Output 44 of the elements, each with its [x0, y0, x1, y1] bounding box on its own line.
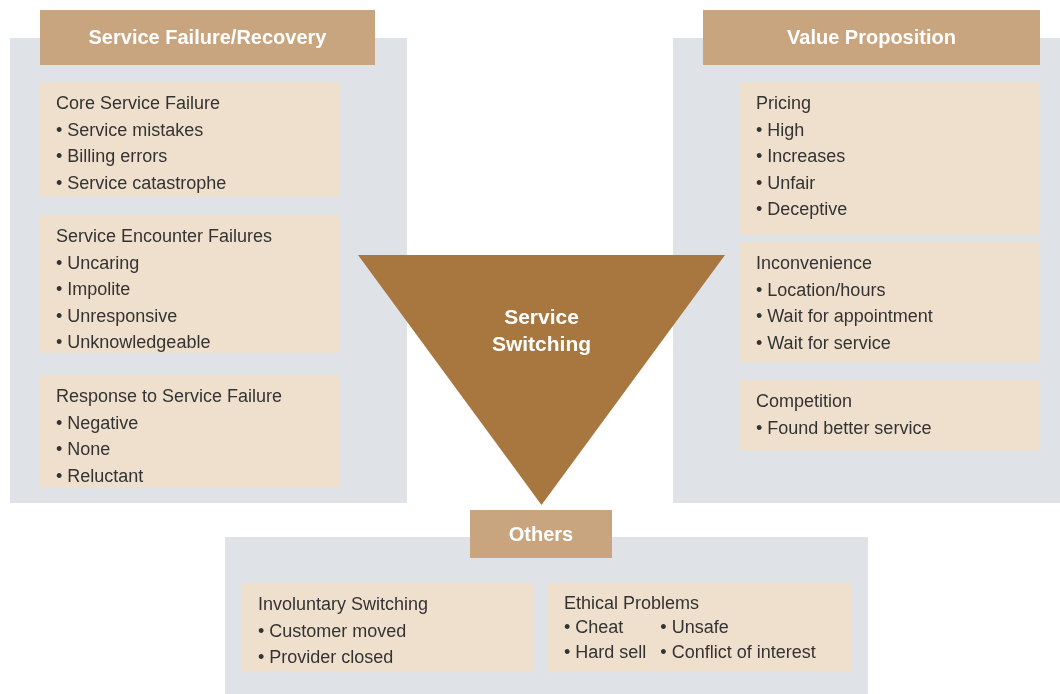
bullet-item: • Service mistakes — [56, 118, 205, 142]
bullet-item: • Provider closed — [258, 646, 395, 669]
bullet-item: • Wait for service — [756, 331, 892, 355]
bullet-item: • Service catastrophe — [56, 171, 228, 195]
box-heading: Inconvenience — [756, 252, 874, 275]
category-box — [740, 380, 1040, 450]
category-box — [40, 82, 340, 197]
category-box — [242, 583, 533, 672]
panel-heading: Others — [470, 510, 612, 558]
box-heading: Service Encounter Failures — [56, 225, 274, 248]
bullet-item: • Deceptive — [756, 198, 849, 221]
box-heading: Pricing — [756, 92, 813, 115]
bullet-item: • None — [56, 438, 112, 461]
bullet-item: • Location/hours — [756, 278, 887, 302]
bullet-item: • Hard sell — [564, 640, 647, 664]
category-box — [40, 375, 340, 488]
bullet-item: • Unsafe — [660, 616, 730, 640]
bullet-item: • Increases — [756, 145, 847, 168]
bullet-item: • Unfair — [756, 171, 817, 195]
bullet-item: • Impolite — [56, 278, 132, 301]
box-heading: Core Service Failure — [56, 92, 222, 115]
panel-heading: Service Failure/Recovery — [40, 10, 375, 65]
category-box — [740, 242, 1040, 362]
box-heading: Response to Service Failure — [56, 385, 284, 408]
box-heading: Involuntary Switching — [258, 593, 430, 616]
bullet-item: • Conflict of interest — [660, 640, 816, 664]
category-box — [548, 583, 852, 672]
bullet-item: • High — [756, 118, 806, 142]
bullet-item: • Unknowledgeable — [56, 331, 212, 354]
category-box — [40, 215, 340, 353]
bullet-item: • Cheat — [564, 616, 625, 640]
panel-heading: Value Proposition — [703, 10, 1040, 65]
box-heading: Competition — [756, 390, 854, 413]
bullet-item: • Negative — [56, 411, 140, 435]
bullet-item: • Customer moved — [258, 619, 408, 643]
bullet-item: • Reluctant — [56, 464, 145, 488]
bullet-item: • Wait for appointment — [756, 305, 934, 328]
bullet-item: • Uncaring — [56, 251, 141, 275]
bullet-item: • Billing errors — [56, 145, 169, 168]
category-box — [740, 82, 1040, 235]
center-label: Service Switching — [490, 304, 593, 357]
bullet-item: • Found better service — [756, 416, 933, 440]
bullet-item: • Unresponsive — [56, 304, 179, 328]
box-heading: Ethical Problems — [564, 592, 701, 615]
